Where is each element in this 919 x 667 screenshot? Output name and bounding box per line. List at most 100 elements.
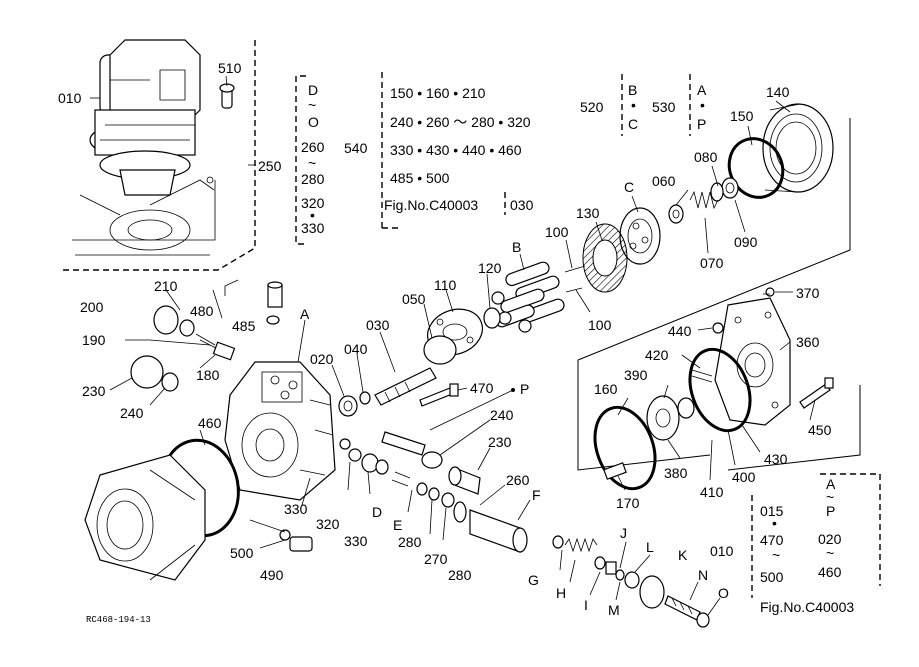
label-020: 020 — [310, 351, 334, 367]
label-250: 250 — [258, 158, 282, 174]
label-090: 090 — [734, 234, 758, 250]
label-050: 050 — [402, 291, 426, 307]
spool-line-parts — [279, 431, 710, 628]
group-right-fig: Fig.No.C40003 — [760, 599, 854, 615]
group-b-c: B • C — [621, 74, 638, 136]
label-420: 420 — [645, 347, 669, 363]
group-right-item: 015 — [760, 503, 784, 519]
group-540-line: 240 • 260 ～ 280 • 320 — [390, 114, 531, 130]
label-490: 490 — [260, 567, 284, 583]
label-390: 390 — [624, 367, 648, 383]
label-040: 040 — [344, 341, 368, 357]
group-d-330-item: D — [308, 82, 318, 98]
label-m: M — [608, 602, 620, 618]
label-160: 160 — [594, 381, 618, 397]
group-right-item: ~ — [772, 547, 780, 563]
label-530: 530 — [652, 99, 676, 115]
group-d-330-item: ~ — [308, 155, 316, 171]
label-l: L — [646, 539, 654, 555]
group-540-list: 150 • 160 • 210 240 • 260 ～ 280 • 320 33… — [384, 85, 534, 215]
label-320: 320 — [316, 516, 340, 532]
label-510: 510 — [218, 60, 242, 76]
label-060: 060 — [652, 173, 676, 189]
group-d-330-item: 280 — [301, 171, 325, 187]
label-d: D — [372, 504, 382, 520]
group-right-item: ~ — [826, 489, 834, 505]
group-b-c-item: • — [631, 97, 636, 113]
label-270: 270 — [424, 551, 448, 567]
label-190: 190 — [82, 332, 106, 348]
label-485: 485 — [232, 318, 256, 334]
group-540-line: 485 • 500 — [390, 170, 450, 186]
label-g: G — [528, 572, 539, 588]
label-380: 380 — [664, 465, 688, 481]
label-e: E — [393, 517, 402, 533]
label-360: 360 — [796, 334, 820, 350]
main-housing-a — [224, 361, 336, 501]
group-d-330-item: 330 — [301, 220, 325, 236]
label-470: 470 — [470, 380, 494, 396]
bottom-right-ref-frame — [751, 473, 881, 598]
label-010: 010 — [710, 543, 734, 559]
label-i: I — [584, 597, 588, 613]
label-500: 500 — [230, 545, 254, 561]
piston-cluster-b — [491, 261, 565, 333]
label-540: 540 — [344, 140, 368, 156]
group-540-fig: Fig.No.C40003 — [384, 197, 478, 213]
rotary-group-parts — [338, 103, 834, 417]
group-b-c-item: B — [628, 82, 637, 98]
group-right-item: ~ — [826, 545, 834, 561]
group-d-330-item: • — [310, 207, 315, 223]
relief-valve-parts — [130, 279, 283, 392]
bracket-group-d-330 — [295, 72, 398, 245]
group-d-330-item: 320 — [301, 195, 325, 211]
label-j: J — [620, 525, 627, 541]
label-b: B — [512, 239, 521, 255]
label-480: 480 — [190, 303, 214, 319]
label-370: 370 — [796, 285, 820, 301]
group-540-line: 330 • 430 • 440 • 460 — [390, 142, 522, 158]
label-130: 130 — [576, 205, 600, 221]
label-410: 410 — [700, 484, 724, 500]
part-labels: 010 510 250 540 520 530 140 150 080 060 … — [58, 60, 832, 618]
label-140: 140 — [766, 84, 790, 100]
group-right-item: 500 — [760, 569, 784, 585]
group-540-line: 150 • 160 • 210 — [390, 85, 486, 101]
brake-housing-group — [577, 118, 861, 491]
label-430: 430 — [764, 451, 788, 467]
footer-code: RC468-194-13 — [86, 615, 151, 625]
group-a-p-item: • — [700, 97, 705, 113]
label-h: H — [556, 585, 566, 601]
label-010: 010 — [58, 90, 82, 106]
label-240: 240 — [120, 405, 144, 421]
label-460: 460 — [198, 415, 222, 431]
group-a-p-item: P — [697, 116, 706, 132]
label-200: 200 — [80, 299, 104, 315]
group-right-item: P — [826, 503, 835, 519]
label-230: 230 — [82, 383, 106, 399]
label-p: P — [520, 381, 529, 397]
label-o: O — [718, 585, 729, 601]
leader-lines — [109, 100, 816, 616]
label-260: 260 — [506, 472, 530, 488]
group-right-item: A — [826, 476, 836, 492]
label-c: C — [624, 179, 634, 195]
label-100: 100 — [545, 224, 569, 240]
label-k: K — [678, 547, 688, 563]
label-070: 070 — [700, 255, 724, 271]
label-180: 180 — [196, 367, 220, 383]
label-120: 120 — [478, 260, 502, 276]
motor-assembly-010 — [62, 39, 256, 271]
group-a-p-item: A — [697, 82, 707, 98]
group-d-330-item: 260 — [301, 139, 325, 155]
label-330: 330 — [284, 501, 308, 517]
bottom-left-housing — [84, 438, 240, 581]
label-150: 150 — [730, 108, 754, 124]
group-540-ref: 030 — [510, 197, 534, 213]
group-right-ref: 015 • 470 ~ 500 A ~ P 020 ~ 460 Fig.No.C… — [760, 476, 854, 615]
group-right-item: • — [772, 515, 777, 531]
label-100: 100 — [588, 317, 612, 333]
label-520: 520 — [580, 99, 604, 115]
label-280: 280 — [398, 534, 422, 550]
